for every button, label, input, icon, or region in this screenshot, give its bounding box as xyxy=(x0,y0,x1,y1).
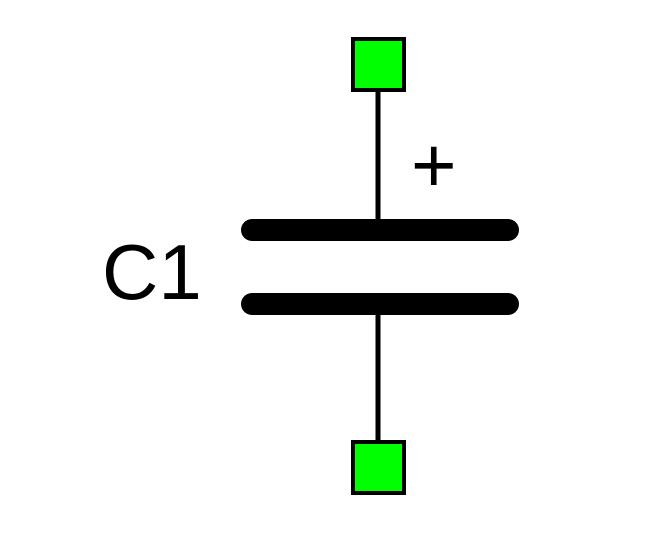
top-pin[interactable] xyxy=(351,37,406,92)
designator-label: C1 xyxy=(102,228,202,316)
polarity-mark: + xyxy=(411,121,457,209)
bottom-pin[interactable] xyxy=(351,440,406,495)
